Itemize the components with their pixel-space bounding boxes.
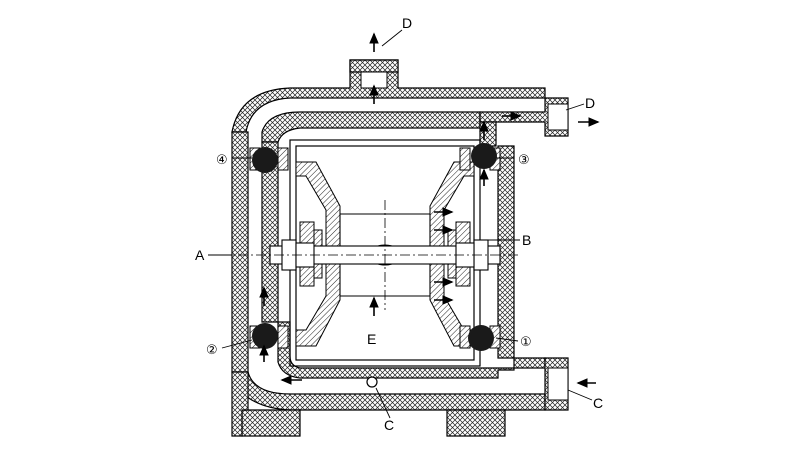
center-lines bbox=[220, 200, 520, 310]
label-d-top: D bbox=[402, 15, 412, 31]
top-outlet-port bbox=[360, 71, 388, 89]
label-e: E bbox=[367, 331, 376, 347]
valve-number-3: ③ bbox=[518, 153, 530, 168]
check-ball-2 bbox=[252, 323, 278, 349]
flow-arrows bbox=[259, 32, 600, 388]
label-c-right: C bbox=[593, 395, 603, 411]
label-c-bottom: C bbox=[384, 417, 394, 433]
check-ball-4 bbox=[252, 147, 278, 173]
label-d-right: D bbox=[585, 95, 595, 111]
right-inlet-port bbox=[547, 367, 569, 401]
label-a: A bbox=[195, 247, 205, 263]
right-outlet-port bbox=[547, 103, 569, 131]
valve-number-4: ④ bbox=[216, 153, 228, 168]
check-ball-3 bbox=[471, 143, 497, 169]
valve-number-2: ② bbox=[206, 343, 218, 358]
bottom-port-marker bbox=[366, 376, 378, 388]
check-ball-1 bbox=[468, 325, 494, 351]
leader-lines bbox=[208, 29, 593, 419]
valve-number-1: ① bbox=[520, 335, 532, 350]
label-b: B bbox=[522, 232, 531, 248]
